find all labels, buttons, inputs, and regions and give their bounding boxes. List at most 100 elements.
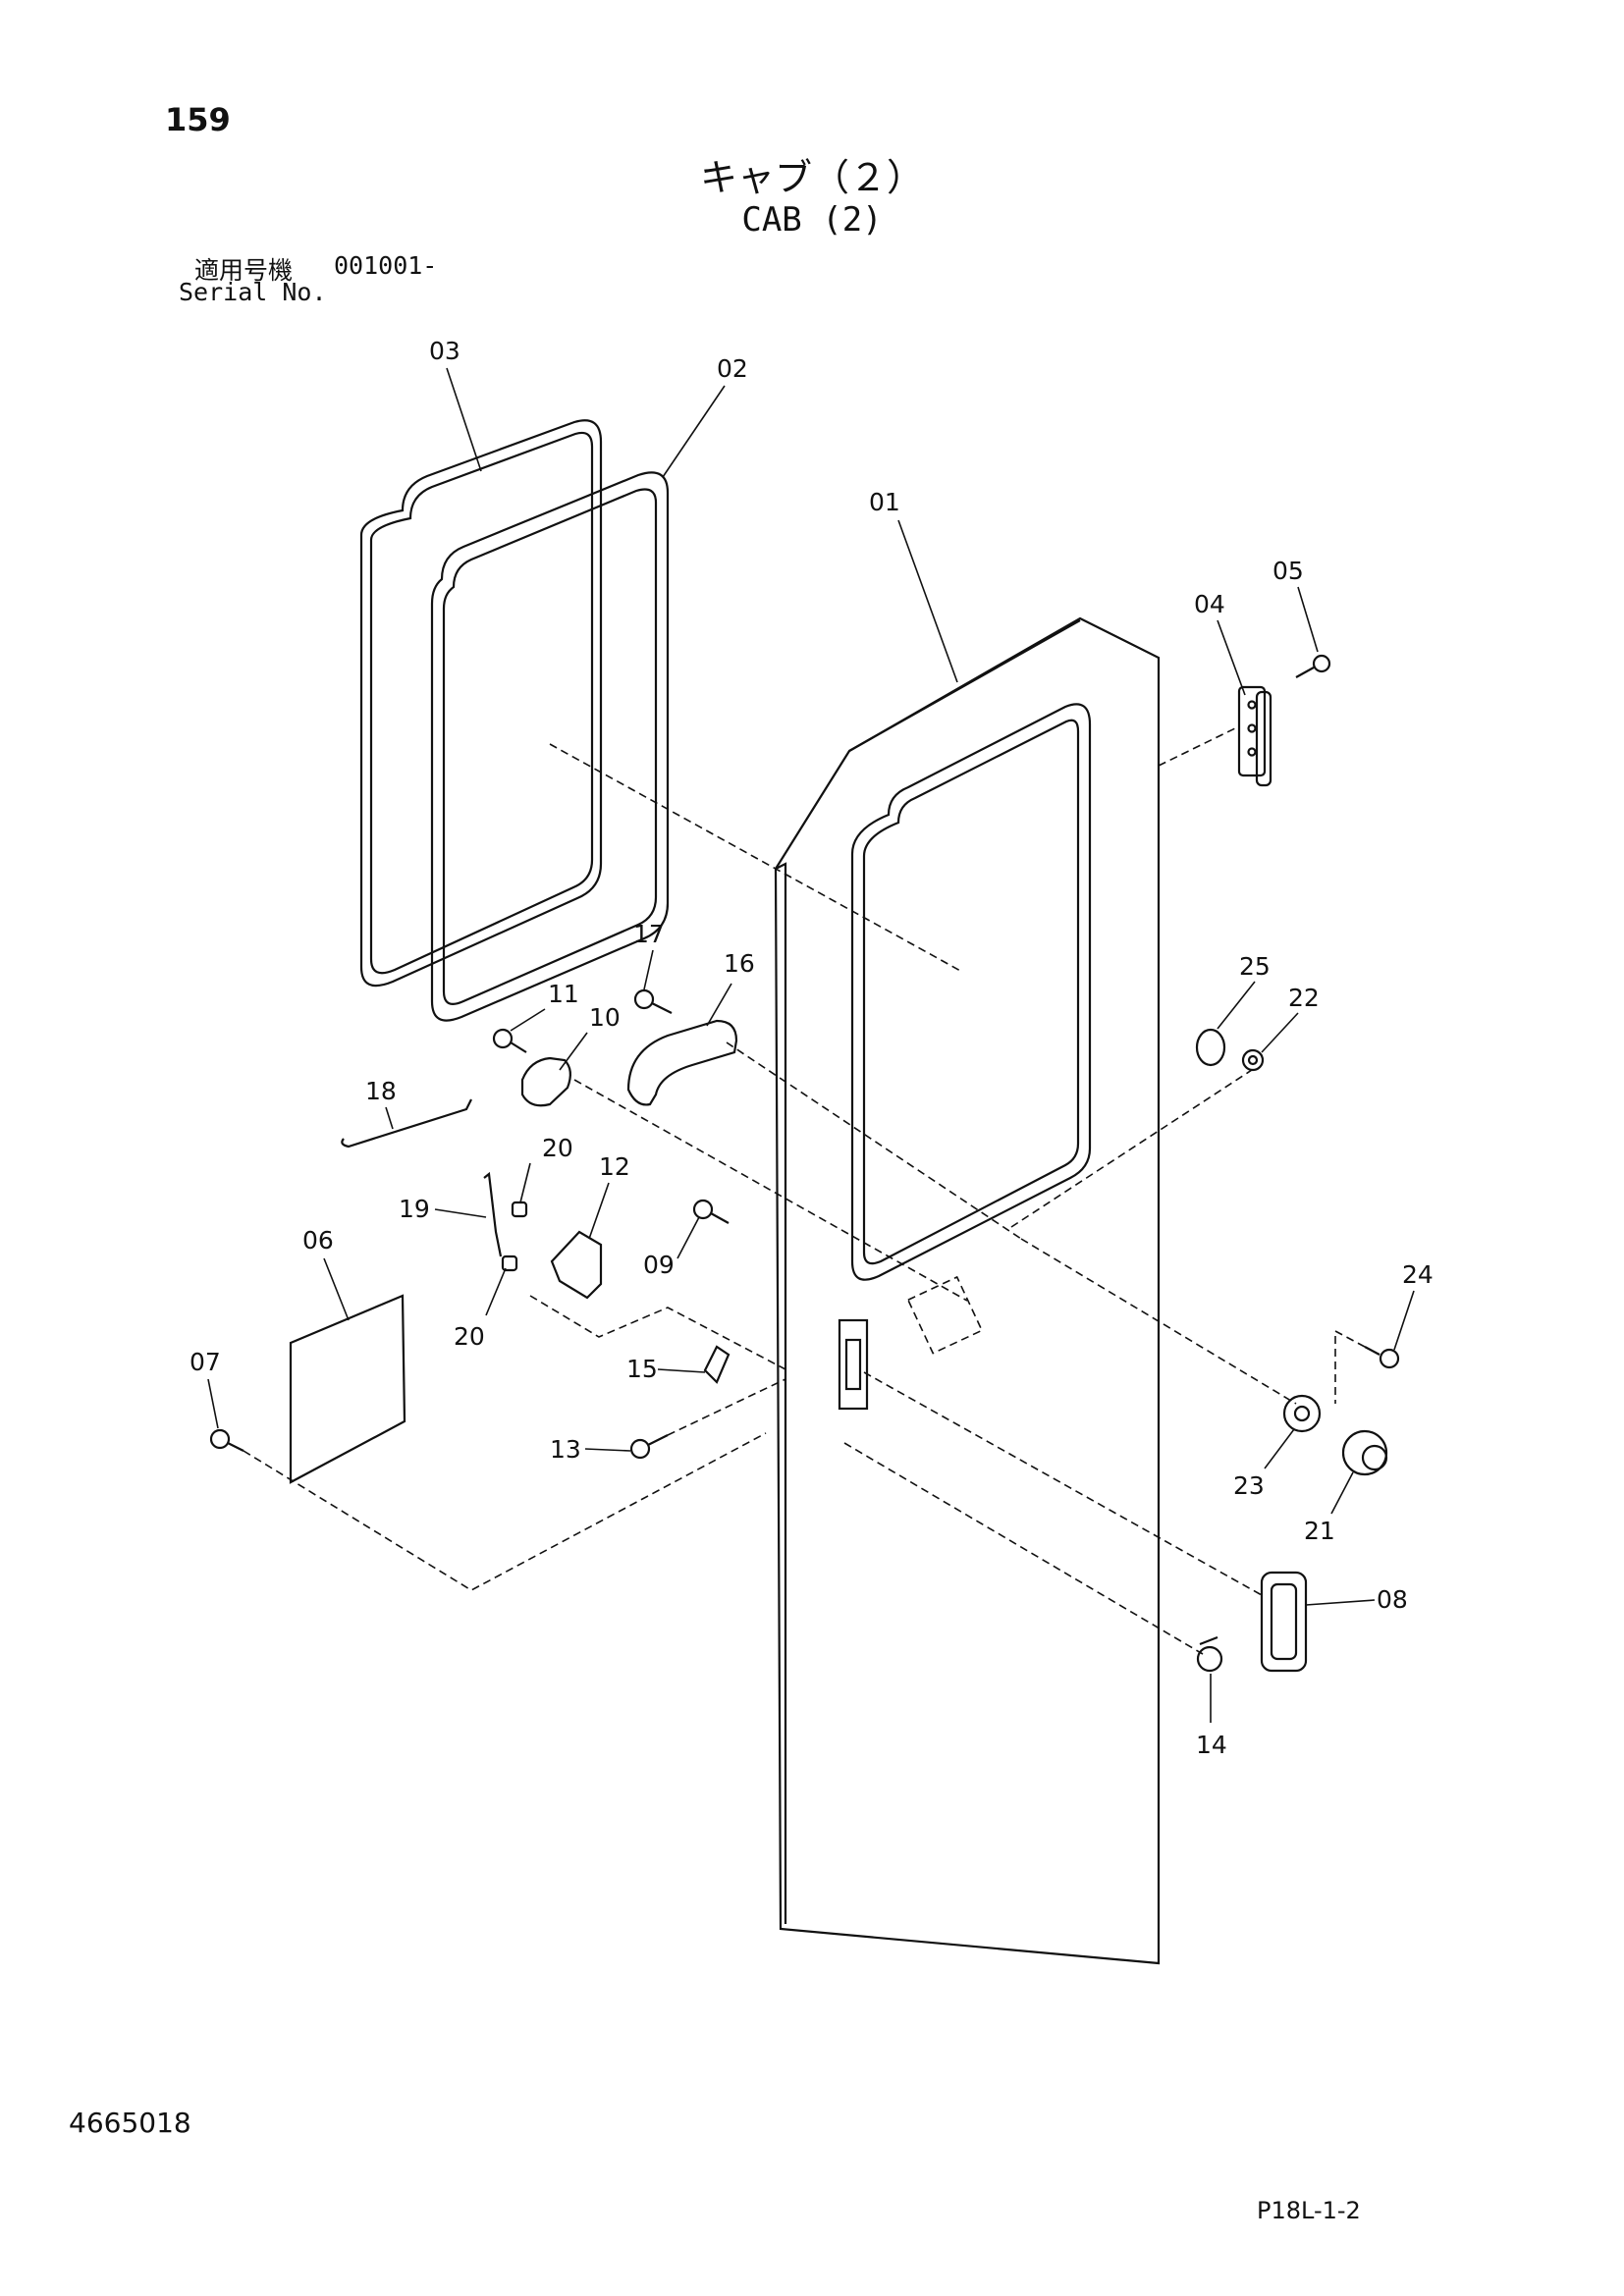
- window-glass-inner-shape: [442, 488, 658, 1005]
- callout-14: 14: [1196, 1731, 1227, 1759]
- leader-12: [588, 1182, 610, 1240]
- door-window-opening: [850, 703, 1092, 1281]
- bolt-05-shank: [1295, 667, 1315, 678]
- callout-09: 09: [643, 1251, 675, 1279]
- callout-22: 22: [1288, 984, 1320, 1012]
- assembly-line-cover: [243, 1432, 767, 1591]
- assembly-line-nut: [1010, 1069, 1253, 1228]
- serial-number-value: 001001-: [334, 251, 438, 280]
- leader-15: [657, 1368, 706, 1373]
- window-seal-shape: [359, 419, 603, 988]
- door-window-opening-inner: [862, 719, 1080, 1265]
- assembly-line-washer: [1020, 1238, 1297, 1405]
- callout-08: 08: [1377, 1585, 1408, 1614]
- leader-23: [1264, 1428, 1295, 1469]
- callout-20a: 20: [542, 1134, 573, 1162]
- hinge-hole-2: [1247, 723, 1257, 733]
- inner-handle-08: [1260, 1571, 1308, 1673]
- leader-20a: [519, 1162, 531, 1203]
- door-panel-shape: [774, 616, 1161, 1965]
- leader-10: [559, 1032, 588, 1071]
- nut-22: [1241, 1048, 1265, 1072]
- leader-02: [662, 385, 726, 478]
- leader-25: [1217, 981, 1256, 1030]
- callout-24: 24: [1402, 1260, 1434, 1289]
- callout-16: 16: [724, 949, 755, 978]
- callout-19: 19: [399, 1195, 430, 1223]
- title-japanese: キャブ（２）: [699, 156, 924, 199]
- assembly-line-lock: [529, 1295, 786, 1370]
- callout-18: 18: [365, 1077, 397, 1105]
- assembly-line-handle08: [863, 1371, 1263, 1596]
- screw-13-head: [629, 1438, 651, 1460]
- callout-10: 10: [589, 1003, 621, 1032]
- callout-17: 17: [633, 920, 665, 948]
- page-number: 159: [165, 101, 231, 138]
- screw-24-shank: [1364, 1346, 1380, 1356]
- leader-07: [207, 1378, 219, 1429]
- callout-03: 03: [429, 337, 460, 365]
- window-glass-shape: [430, 471, 670, 1022]
- leader-03: [446, 367, 482, 472]
- serial-label-japanese: 適用号機: [194, 256, 294, 285]
- callout-02: 02: [717, 354, 748, 383]
- hinge-hole-1: [1247, 700, 1257, 710]
- inner-handle-08-grip: [1270, 1582, 1298, 1661]
- callout-07: 07: [189, 1348, 221, 1376]
- leader-24: [1393, 1290, 1415, 1351]
- screw-09-head: [692, 1199, 714, 1220]
- callout-05: 05: [1272, 557, 1304, 585]
- callout-06: 06: [302, 1226, 334, 1255]
- nut-22-hole: [1247, 1054, 1259, 1066]
- spring-19: [483, 1171, 503, 1257]
- callout-04: 04: [1194, 590, 1225, 618]
- screw-11-shank: [510, 1041, 527, 1053]
- leader-11: [510, 1008, 546, 1032]
- assembly-line-glass: [549, 743, 963, 973]
- callout-12: 12: [599, 1152, 630, 1181]
- callout-01: 01: [869, 488, 900, 516]
- leader-22: [1261, 1012, 1299, 1053]
- clip-20-bottom: [501, 1255, 518, 1272]
- cover-plate-06: [289, 1294, 406, 1484]
- screw-17-shank: [651, 1002, 673, 1014]
- callout-11: 11: [548, 980, 579, 1008]
- door-panel-edge: [775, 862, 787, 1924]
- leader-20b: [485, 1267, 507, 1316]
- assembly-line-hinge: [1158, 725, 1240, 767]
- screw-09-shank: [710, 1212, 730, 1224]
- leader-13: [584, 1448, 631, 1452]
- screw-13-shank: [647, 1434, 669, 1446]
- clip-15: [703, 1345, 731, 1384]
- serial-label-english: Serial No.: [179, 278, 327, 306]
- lock-cylinder-14-key: [1199, 1635, 1218, 1646]
- title-english: CAB (2): [741, 200, 883, 240]
- lock-12: [550, 1230, 603, 1300]
- screw-24-head: [1379, 1348, 1400, 1369]
- page-reference: P18L-1-2: [1257, 2197, 1361, 2224]
- latch-10: [520, 1056, 571, 1107]
- hinge-hole-3: [1247, 747, 1257, 757]
- door-panel-top-edge: [848, 619, 1081, 752]
- hinge-barrel: [1255, 690, 1272, 787]
- callout-23: 23: [1233, 1471, 1265, 1500]
- hinge-plate: [1237, 685, 1267, 777]
- knob-21-face: [1361, 1444, 1388, 1471]
- lock-cylinder-14: [1196, 1645, 1223, 1673]
- striker-plate: [838, 1318, 869, 1411]
- callout-20b: 20: [454, 1322, 485, 1351]
- assembly-line-screw24: [1334, 1329, 1366, 1404]
- assembly-line-handle: [726, 1041, 1022, 1240]
- leader-09: [677, 1216, 700, 1259]
- leader-04: [1217, 619, 1246, 696]
- document-number: 4665018: [69, 2107, 191, 2139]
- callout-15: 15: [626, 1355, 658, 1383]
- grab-handle-16: [626, 1019, 738, 1106]
- screw-07-head: [209, 1428, 231, 1450]
- assembly-line-screw13: [667, 1378, 786, 1436]
- screw-07-shank: [227, 1442, 244, 1452]
- bolt-05-head: [1312, 654, 1331, 673]
- callout-25: 25: [1239, 952, 1271, 981]
- leader-16: [706, 983, 732, 1027]
